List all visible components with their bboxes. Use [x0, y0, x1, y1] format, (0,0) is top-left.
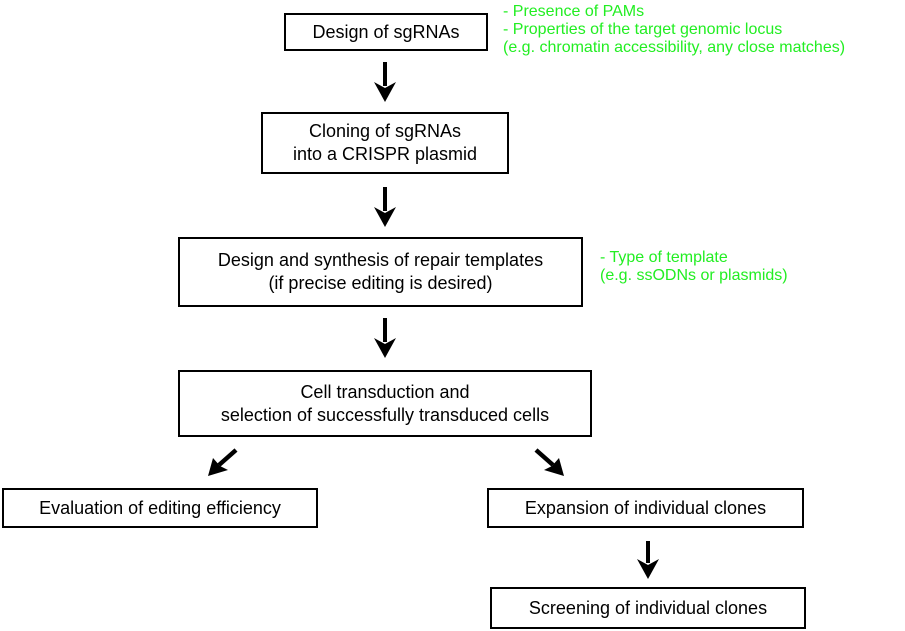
note-design-considerations: - Presence of PAMs - Properties of the t…: [503, 3, 845, 57]
step-label: selection of successfully transduced cel…: [220, 404, 550, 425]
arrow-down-icon: [374, 318, 396, 358]
note-line: - Presence of PAMs: [503, 3, 645, 20]
step-label: Expansion of individual clones: [524, 497, 767, 518]
step-label: Design of sgRNAs: [312, 21, 460, 42]
step-label: Screening of individual clones: [528, 597, 768, 618]
arrow-down-icon: [374, 187, 396, 227]
step-screening-clones: Screening of individual clones: [490, 587, 806, 629]
step-label: into a CRISPR plasmid: [292, 144, 478, 164]
step-label: Evaluation of editing efficiency: [39, 497, 281, 518]
note-line: - Properties of the target genomic locus: [503, 21, 783, 38]
arrow-down-right-icon: [534, 448, 564, 476]
step-evaluation-efficiency: Evaluation of editing efficiency: [2, 488, 318, 528]
step-design-sgrnas: Design of sgRNAs: [284, 13, 488, 51]
note-line: - Type of template: [600, 249, 728, 266]
step-repair-templates: Design and synthesis of repair templates…: [178, 237, 583, 307]
arrow-down-left-icon: [208, 448, 238, 476]
step-cloning-sgrnas: Cloning of sgRNAs into a CRISPR plasmid: [261, 112, 509, 174]
note-line: (e.g. ssODNs or plasmids): [600, 267, 788, 284]
step-label: Cloning of sgRNAs: [308, 121, 462, 141]
note-repair-considerations: - Type of template (e.g. ssODNs or plasm…: [600, 249, 788, 285]
arrow-down-icon: [637, 541, 659, 579]
step-label: Cell transduction and: [300, 381, 470, 402]
step-label: (if precise editing is desired): [268, 273, 493, 293]
step-expansion-clones: Expansion of individual clones: [487, 488, 804, 528]
note-line: (e.g. chromatin accessibility, any close…: [503, 39, 846, 56]
step-label: Design and synthesis of repair templates: [217, 250, 544, 270]
step-cell-transduction: Cell transduction and selection of succe…: [178, 370, 592, 437]
arrow-down-icon: [374, 62, 396, 102]
